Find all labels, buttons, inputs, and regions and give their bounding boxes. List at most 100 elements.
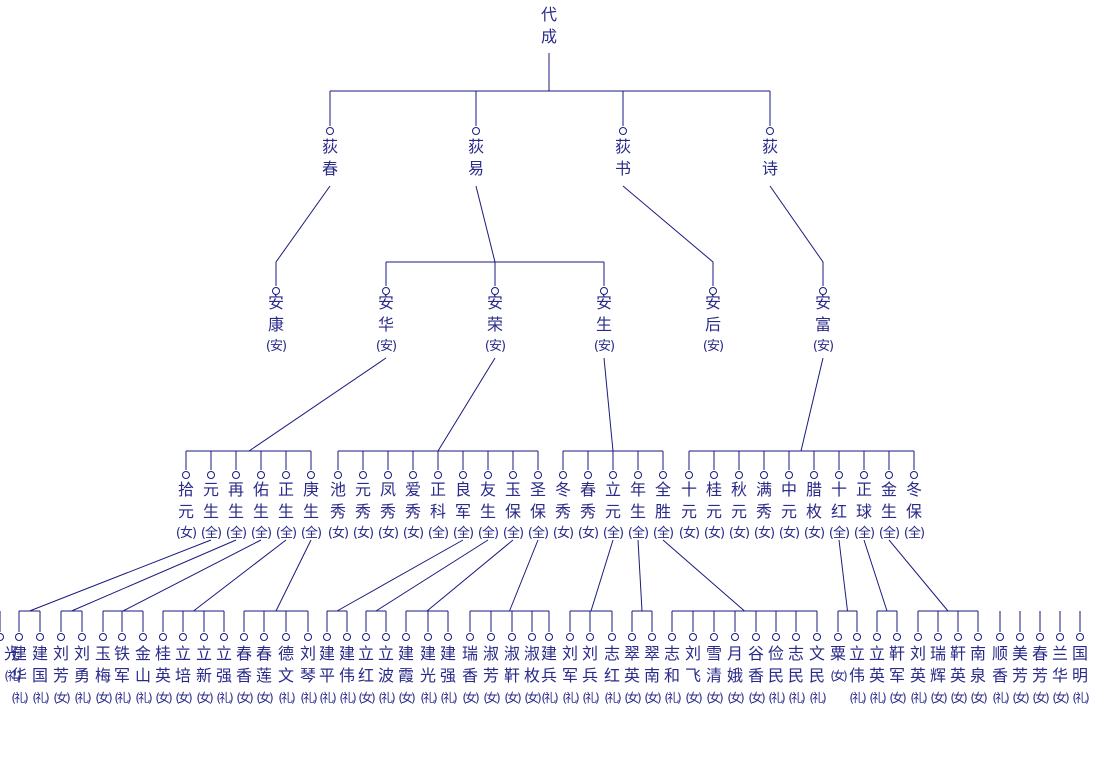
person-gen3: 凤秀(女) <box>376 479 400 545</box>
person-name-char: 泉 <box>969 666 986 685</box>
person-suffix: (全) <box>903 526 925 541</box>
person-name-char: 书 <box>614 159 631 178</box>
person-suffix: (全) <box>527 526 549 541</box>
person-gen4: 瑞香(女) <box>458 643 482 709</box>
person-name-char: 建 <box>439 644 456 663</box>
person-name-char: 南 <box>969 644 986 663</box>
connector-line <box>662 539 745 612</box>
person-name-char: 荣 <box>486 315 503 334</box>
person-gen4: 南泉(女) <box>966 643 990 709</box>
connector-line <box>603 357 614 452</box>
person-name-char: 金 <box>880 480 897 499</box>
person-suffix: (礼) <box>562 691 579 705</box>
person-suffix: (全) <box>652 526 674 541</box>
person-name-char: 正 <box>855 480 872 499</box>
person-gen4: 建光(礼) <box>416 643 440 709</box>
person-name-char: 建 <box>397 644 414 663</box>
person-suffix: (礼) <box>541 691 558 705</box>
person-name-char: 中 <box>780 480 797 499</box>
person-suffix: (女) <box>728 526 750 541</box>
person-gen3: 秋元(女) <box>727 479 751 545</box>
person-gen4: 建霞(女) <box>394 643 418 709</box>
person-suffix: (女) <box>196 691 213 705</box>
person-suffix: (礼) <box>809 691 826 705</box>
person-name-char: 霞 <box>397 666 414 685</box>
node-marker <box>424 633 432 641</box>
person-suffix: (女) <box>803 526 825 541</box>
node-marker <box>835 471 843 479</box>
node-marker <box>382 287 390 295</box>
person-gen4: 立波(礼) <box>374 643 398 709</box>
person-suffix: (全) <box>300 526 322 541</box>
person-gen3: 十红(全) <box>827 479 851 545</box>
node-marker <box>731 633 739 641</box>
person-name-char: 淑 <box>482 644 499 663</box>
person-name-char: 拾 <box>177 480 194 499</box>
person-name-char: 芳 <box>1031 666 1048 685</box>
person-suffix: (全) <box>602 526 624 541</box>
node-marker <box>15 633 23 641</box>
person-gen4: 谷香(女) <box>744 643 768 709</box>
node-marker <box>766 127 774 135</box>
person-gen1: 荻春 <box>318 136 342 180</box>
person-suffix: (全) <box>828 526 850 541</box>
person-name-char: 保 <box>905 502 922 521</box>
node-marker <box>819 287 827 295</box>
person-name-char: 新 <box>195 666 212 685</box>
node-marker <box>760 471 768 479</box>
person-suffix: (全) <box>250 526 272 541</box>
person-name-char: 强 <box>215 666 232 685</box>
node-marker <box>282 471 290 479</box>
node-marker <box>36 633 44 641</box>
person-name-char: 元 <box>202 480 219 499</box>
person-suffix: (女) <box>703 526 725 541</box>
person-name-char: 满 <box>755 480 772 499</box>
person-gen4: 刘军(礼) <box>558 643 582 709</box>
connector-line <box>475 185 496 263</box>
person-name-char: 易 <box>467 159 484 178</box>
person-suffix: (女) <box>352 526 374 541</box>
node-marker <box>910 471 918 479</box>
person-name-char: 成 <box>540 27 557 46</box>
node-marker <box>304 633 312 641</box>
node-marker <box>484 471 492 479</box>
person-gen3: 佑生(全) <box>249 479 273 545</box>
person-name-char: 英 <box>623 666 640 685</box>
person-name-char: 十 <box>830 480 847 499</box>
person-suffix: (礼) <box>319 691 336 705</box>
person-suffix: (安) <box>484 339 506 354</box>
person-gen4: 建华(礼) <box>7 643 31 709</box>
person-suffix: (女) <box>402 526 424 541</box>
person-gen3: 桂元(女) <box>702 479 726 545</box>
person-gen3: 玉保(全) <box>501 479 525 545</box>
person-name-char: 金 <box>134 644 151 663</box>
person-name-char: 建 <box>419 644 436 663</box>
person-gen4: 玉梅(女) <box>91 643 115 709</box>
person-gen4: 德文(礼) <box>274 643 298 709</box>
person-suffix: (全) <box>878 526 900 541</box>
person-gen3: 冬秀(女) <box>551 479 575 545</box>
person-name-char: 庚 <box>302 480 319 499</box>
person-name-char: 诗 <box>761 159 778 178</box>
person-gen4: 美芳(女) <box>1008 643 1032 709</box>
person-name-char: 池 <box>329 480 346 499</box>
person-name-char: 正 <box>429 480 446 499</box>
person-name-char: 生 <box>595 315 612 334</box>
person-name-char: 瑞 <box>461 644 478 663</box>
person-suffix: (礼) <box>664 691 681 705</box>
person-suffix: (全) <box>200 526 222 541</box>
person-name-char: 志 <box>663 644 680 663</box>
node-marker <box>323 633 331 641</box>
person-suffix: (女) <box>950 691 967 705</box>
person-suffix: (女) <box>175 691 192 705</box>
person-name-char: 光 <box>419 666 436 685</box>
person-name-char: 玉 <box>504 480 521 499</box>
node-marker <box>466 633 474 641</box>
person-name-char: 民 <box>808 666 825 685</box>
person-gen4: 春芳(女) <box>1028 643 1052 709</box>
node-marker <box>118 633 126 641</box>
person-name-char: 淑 <box>503 644 520 663</box>
person-name-char: 国 <box>1071 644 1088 663</box>
person-suffix: (全) <box>477 526 499 541</box>
person-name-char: 安 <box>267 293 284 312</box>
